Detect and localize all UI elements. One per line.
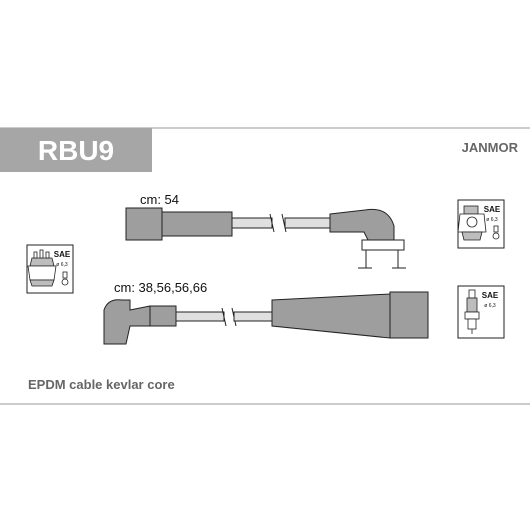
cable-2-straight-boot bbox=[271, 293, 391, 339]
cable-2-boot-neck bbox=[149, 305, 177, 327]
spark-badge-standard: SAE bbox=[482, 291, 499, 300]
distributor-cap-icon-right bbox=[457, 205, 487, 241]
cable-1 bbox=[125, 207, 406, 269]
cable-description: EPDM cable kevlar core bbox=[28, 377, 175, 392]
spark-plug-icon bbox=[464, 289, 480, 334]
cable-1-straight-boot bbox=[125, 207, 163, 241]
header-band bbox=[0, 128, 152, 172]
cable-2 bbox=[103, 291, 429, 345]
cable-1-boot-neck bbox=[161, 211, 233, 237]
terminal-pin-icon-right bbox=[492, 225, 500, 240]
cable-2-boot-cap bbox=[389, 291, 429, 339]
spark-plug-badge: SAE ø 6,3 bbox=[457, 285, 505, 339]
badge-left-diameter: ø 6,3 bbox=[56, 262, 68, 268]
cable-1-wire-left bbox=[231, 217, 273, 229]
cable-2-length-label: cm: 38,56,56,66 bbox=[114, 280, 207, 295]
cable-2-wire-left bbox=[175, 311, 225, 322]
cable-1-break-mark bbox=[269, 213, 287, 233]
cable-1-wire-right bbox=[284, 217, 331, 229]
cable-1-angled-boot bbox=[329, 208, 395, 241]
badge-right-standard: SAE bbox=[484, 205, 501, 214]
spark-badge-diameter: ø 6,3 bbox=[484, 303, 496, 309]
badge-left-standard: SAE bbox=[54, 250, 71, 259]
terminal-pin-icon-left bbox=[61, 271, 69, 286]
cable-1-terminal-clip bbox=[361, 239, 405, 251]
cable-2-wire-right bbox=[233, 311, 275, 322]
badge-right-diameter: ø 6,3 bbox=[486, 217, 498, 223]
cable-2-angled-boot bbox=[103, 299, 151, 345]
cable-1-length-label: cm: 54 bbox=[140, 192, 179, 207]
brand-name: JANMOR bbox=[462, 140, 519, 155]
distributor-cap-icon-left bbox=[27, 249, 57, 287]
part-code: RBU9 bbox=[38, 135, 114, 166]
distributor-cap-badge-left: SAE ø 6,3 bbox=[26, 244, 74, 294]
distributor-cap-badge-right: SAE ø 6,3 bbox=[457, 199, 505, 249]
